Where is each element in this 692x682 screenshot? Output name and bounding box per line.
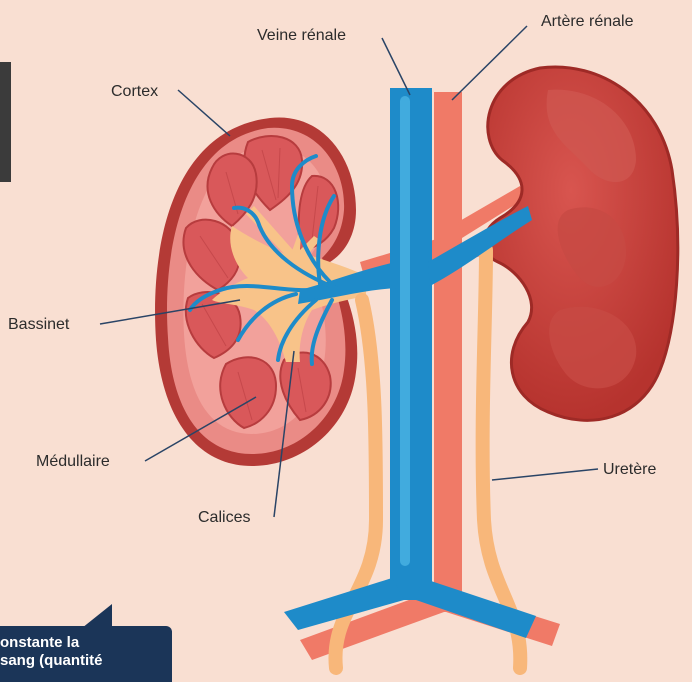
label-cortex: Cortex bbox=[111, 83, 158, 101]
label-bassinet: Bassinet bbox=[8, 316, 69, 334]
label-uretere: Uretère bbox=[603, 461, 656, 479]
callout-line-1: onstante la bbox=[0, 634, 172, 652]
label-veine-renale: Veine rénale bbox=[257, 27, 346, 45]
label-medullaire: Médullaire bbox=[36, 453, 110, 471]
edge-bar bbox=[0, 62, 11, 182]
callout-bubble: onstante la sang (quantité bbox=[0, 626, 172, 682]
vein-highlight bbox=[400, 96, 410, 566]
callout-line-2: sang (quantité bbox=[0, 652, 172, 670]
right-kidney bbox=[484, 67, 678, 420]
label-calices: Calices bbox=[198, 509, 250, 527]
label-artere-renale: Artère rénale bbox=[541, 13, 634, 31]
